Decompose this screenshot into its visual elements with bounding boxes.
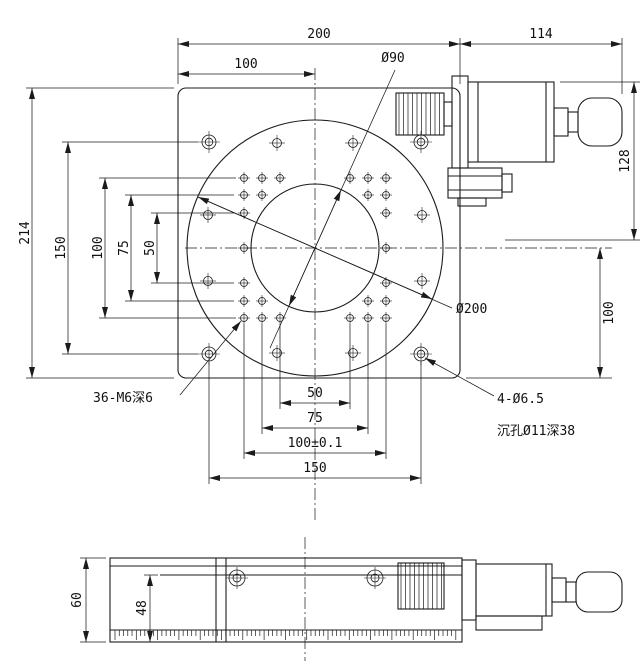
- dim-50-bottom: 50: [307, 386, 323, 401]
- worm-housing-hatch-side: [397, 562, 445, 610]
- worm-housing-hatch: [395, 92, 445, 136]
- dimensions-side: 60 48: [70, 557, 158, 643]
- outer-hole-pattern: [200, 135, 430, 361]
- side-view-holes: [226, 567, 386, 589]
- dim-100-left: 100: [91, 236, 106, 259]
- dimensions-right: 100 128: [466, 81, 640, 379]
- diameter-dimensions: Ø90 Ø200: [197, 51, 487, 349]
- dim-75-left: 75: [117, 240, 132, 256]
- m6-hole-pattern: [238, 172, 392, 324]
- center-bore-circle: [250, 183, 380, 313]
- dim-60: 60: [70, 592, 85, 608]
- dim-table-diameter: Ø200: [456, 302, 487, 317]
- dim-128: 128: [618, 149, 633, 172]
- dim-150-left: 150: [54, 236, 69, 259]
- rotary-table-circle: [186, 119, 444, 377]
- dimensions-left: 214 150 100 75 50: [18, 87, 236, 379]
- angle-scale-ticks: [114, 630, 457, 640]
- dim-100-right: 100: [602, 301, 617, 324]
- motor-assembly-side: [397, 559, 623, 631]
- annotations: 36-M6深6 4-Ø6.5 沉孔Ø11深38: [93, 320, 575, 439]
- dim-114: 114: [529, 27, 553, 42]
- side-view: 60 48: [70, 537, 623, 661]
- dim-200: 200: [307, 27, 330, 42]
- knob: [577, 97, 623, 147]
- dimensions-bottom: 50 75 100±0.1 150: [208, 324, 422, 484]
- dim-75-bottom: 75: [307, 411, 323, 426]
- dim-150-bottom: 150: [303, 461, 326, 476]
- dimensions-top: 200 114 100: [177, 27, 623, 94]
- dim-100-top: 100: [234, 57, 257, 72]
- note-corner-holes: 4-Ø6.5: [497, 392, 544, 407]
- motor-assembly-top: [395, 75, 623, 207]
- dim-214: 214: [18, 221, 33, 245]
- dim-bore-diameter: Ø90: [381, 51, 404, 66]
- base-plate: [177, 87, 461, 379]
- corner-counterbore-holes: [198, 131, 432, 365]
- dim-48: 48: [135, 600, 150, 616]
- dim-50-left: 50: [143, 240, 158, 256]
- side-body: [109, 557, 463, 643]
- top-view: 200 114 100 214 150 100 75 50: [18, 27, 640, 523]
- note-counterbore: 沉孔Ø11深38: [497, 424, 575, 439]
- knob-side: [575, 571, 623, 613]
- dim-100-bottom: 100±0.1: [288, 436, 343, 451]
- note-m6-holes: 36-M6深6: [93, 391, 153, 406]
